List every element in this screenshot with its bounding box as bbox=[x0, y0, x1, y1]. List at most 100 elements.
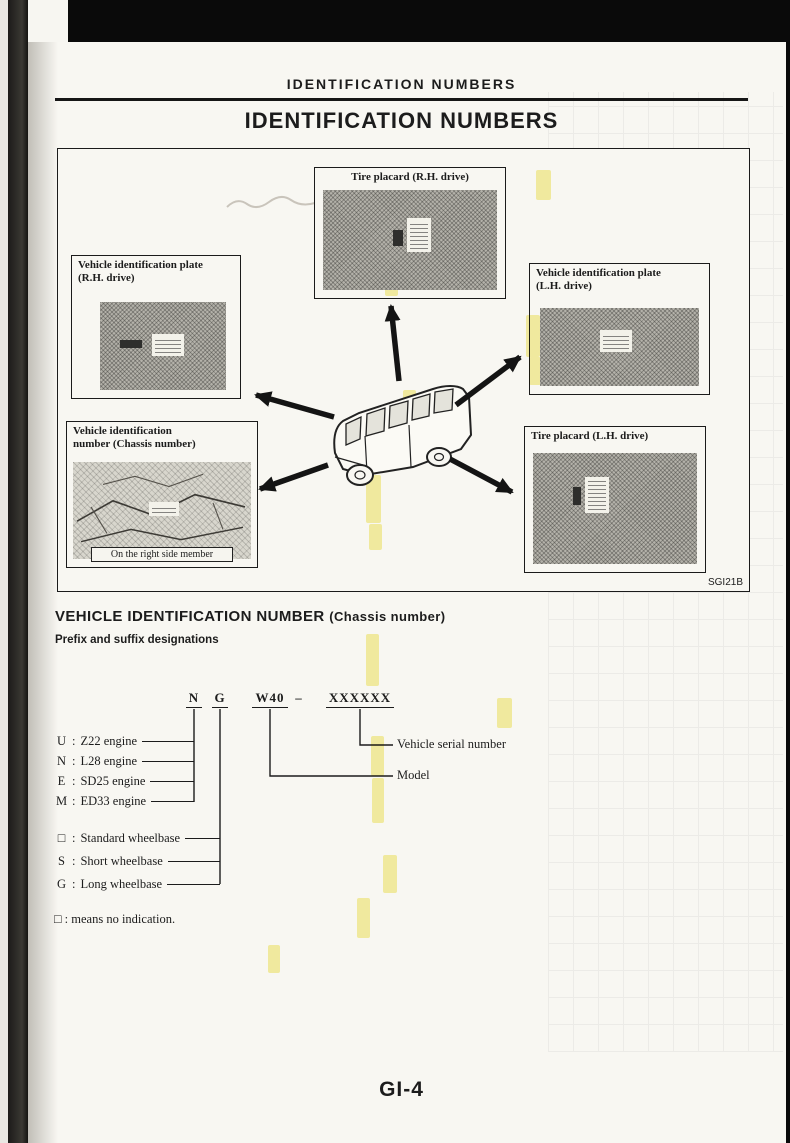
separator: : bbox=[72, 830, 76, 845]
section-heading: VEHICLE IDENTIFICATION NUMBER (Chassis n… bbox=[55, 608, 445, 625]
callout-model: Model bbox=[397, 768, 430, 782]
stamp-location-detail bbox=[149, 502, 179, 516]
figure-label: Vehicle identification number (Chassis n… bbox=[67, 422, 257, 451]
wheelbase-code-row: G : Long wheelbase bbox=[54, 875, 220, 893]
identification-locations-figure: Tire placard (R.H. drive) Vehicle identi… bbox=[57, 148, 750, 592]
van-illustration bbox=[333, 385, 473, 486]
placard-detail bbox=[585, 477, 609, 513]
header-rule bbox=[55, 98, 748, 101]
page-number: GI-4 bbox=[379, 1078, 424, 1101]
wheelbase-label: Long wheelbase bbox=[80, 876, 163, 891]
separator: : bbox=[72, 773, 76, 788]
plate-detail bbox=[152, 334, 184, 356]
wheelbase-code-row: □ : Standard wheelbase bbox=[54, 829, 220, 847]
figure-label-line1: Vehicle identification bbox=[73, 425, 172, 437]
connector-line bbox=[167, 883, 220, 885]
figure-label-line1: Vehicle identification plate bbox=[78, 259, 203, 271]
figure-label: Vehicle identification plate (L.H. drive… bbox=[530, 264, 709, 293]
figure-label-line1: Vehicle identification plate bbox=[536, 267, 661, 279]
engine-label: Z22 engine bbox=[80, 733, 138, 748]
engine-code-row: E : SD25 engine bbox=[54, 772, 194, 790]
code-wheelbase: G bbox=[212, 690, 228, 708]
highlight-mark bbox=[366, 475, 381, 523]
tire-placard-rh-photo bbox=[323, 190, 497, 290]
engine-label: L28 engine bbox=[80, 753, 138, 768]
wheelbase-code-row: S : Short wheelbase bbox=[54, 852, 220, 870]
separator: : bbox=[72, 753, 76, 768]
engine-code-row: N : L28 engine bbox=[54, 752, 194, 770]
wheelbase-code: □ bbox=[57, 830, 66, 845]
connector-line bbox=[167, 860, 220, 862]
photo-detail bbox=[120, 340, 142, 348]
figure-label-line2: (L.H. drive) bbox=[536, 280, 592, 292]
figure-box-tire-placard-lh: Tire placard (L.H. drive) bbox=[524, 426, 706, 573]
plate-detail bbox=[600, 330, 632, 352]
highlight-mark bbox=[372, 778, 384, 823]
figure-box-vin-plate-lh: Vehicle identification plate (L.H. drive… bbox=[529, 263, 710, 395]
section-heading-note: (Chassis number) bbox=[329, 609, 446, 624]
highlight-mark bbox=[536, 170, 551, 200]
figure-label-line2: number (Chassis number) bbox=[73, 438, 196, 450]
scan-edge-white bbox=[0, 0, 8, 1143]
engine-label: ED33 engine bbox=[80, 793, 147, 808]
callout-vehicle-serial-number: Vehicle serial number bbox=[397, 737, 506, 751]
code-serial: XXXXXX bbox=[326, 690, 394, 708]
highlight-mark bbox=[526, 315, 540, 357]
figure-label: Tire placard (R.H. drive) bbox=[351, 171, 469, 183]
separator: : bbox=[72, 876, 76, 891]
code-dash: – bbox=[295, 690, 303, 705]
tire-placard-lh-photo bbox=[533, 453, 697, 564]
highlight-mark bbox=[357, 898, 370, 938]
highlight-mark bbox=[383, 855, 397, 893]
vin-plate-lh-photo bbox=[540, 308, 699, 386]
binding-shadow bbox=[28, 42, 58, 1143]
page-title: IDENTIFICATION NUMBERS bbox=[244, 108, 559, 133]
manual-page: IDENTIFICATION NUMBERS IDENTIFICATION NU… bbox=[28, 42, 786, 1143]
wheelbase-label: Short wheelbase bbox=[80, 853, 163, 868]
connector-line bbox=[142, 760, 194, 762]
separator: : bbox=[72, 853, 76, 868]
vin-breakdown-diagram: N G W40 – XXXXXX Vehicle serial number M… bbox=[40, 688, 580, 940]
connector-line bbox=[151, 800, 194, 802]
highlight-mark bbox=[371, 736, 384, 776]
wheelbase-code: G bbox=[56, 876, 67, 891]
page-corner bbox=[28, 0, 68, 42]
pointer-arrows bbox=[254, 304, 522, 495]
figure-code: SGI21B bbox=[707, 577, 743, 588]
connector-line bbox=[150, 780, 194, 782]
vin-plate-rh-photo bbox=[100, 302, 226, 390]
highlight-mark bbox=[268, 945, 280, 973]
code-model: W40 bbox=[252, 690, 288, 708]
section-subheading: Prefix and suffix designations bbox=[55, 634, 219, 646]
placard-detail bbox=[407, 218, 431, 252]
connector-line bbox=[142, 740, 194, 742]
figure-box-vin-chassis: Vehicle identification number (Chassis n… bbox=[66, 421, 258, 568]
photo-detail bbox=[393, 230, 403, 246]
engine-code-row: M : ED33 engine bbox=[54, 792, 194, 810]
wheelbase-code: S bbox=[58, 853, 65, 868]
highlight-mark bbox=[497, 698, 512, 728]
figure-label: Vehicle identification plate (R.H. drive… bbox=[72, 256, 240, 285]
highlight-mark bbox=[369, 524, 382, 550]
highlight-mark bbox=[366, 634, 379, 686]
code-engine: N bbox=[186, 690, 202, 708]
engine-code-row: U : Z22 engine bbox=[54, 732, 194, 750]
engine-code: E bbox=[57, 773, 66, 788]
figure-box-tire-placard-rh: Tire placard (R.H. drive) bbox=[314, 167, 506, 299]
engine-label: SD25 engine bbox=[80, 773, 146, 788]
section-heading-main: VEHICLE IDENTIFICATION NUMBER bbox=[55, 608, 325, 625]
no-indication-note: □ : means no indication. bbox=[54, 912, 176, 926]
connector-line bbox=[185, 837, 220, 839]
wheelbase-label: Standard wheelbase bbox=[80, 830, 181, 845]
engine-code: U bbox=[56, 733, 67, 748]
figure-label-line2: (R.H. drive) bbox=[78, 272, 135, 284]
figure-label: Tire placard (L.H. drive) bbox=[531, 430, 649, 442]
scan-edge-dark bbox=[8, 0, 28, 1143]
figure-box-vin-plate-rh: Vehicle identification plate (R.H. drive… bbox=[71, 255, 241, 399]
engine-code: M bbox=[55, 793, 68, 808]
chassis-caption: On the right side member bbox=[91, 547, 233, 562]
photo-detail bbox=[573, 487, 581, 505]
running-header: IDENTIFICATION NUMBERS bbox=[286, 76, 517, 92]
separator: : bbox=[72, 793, 76, 808]
separator: : bbox=[72, 733, 76, 748]
